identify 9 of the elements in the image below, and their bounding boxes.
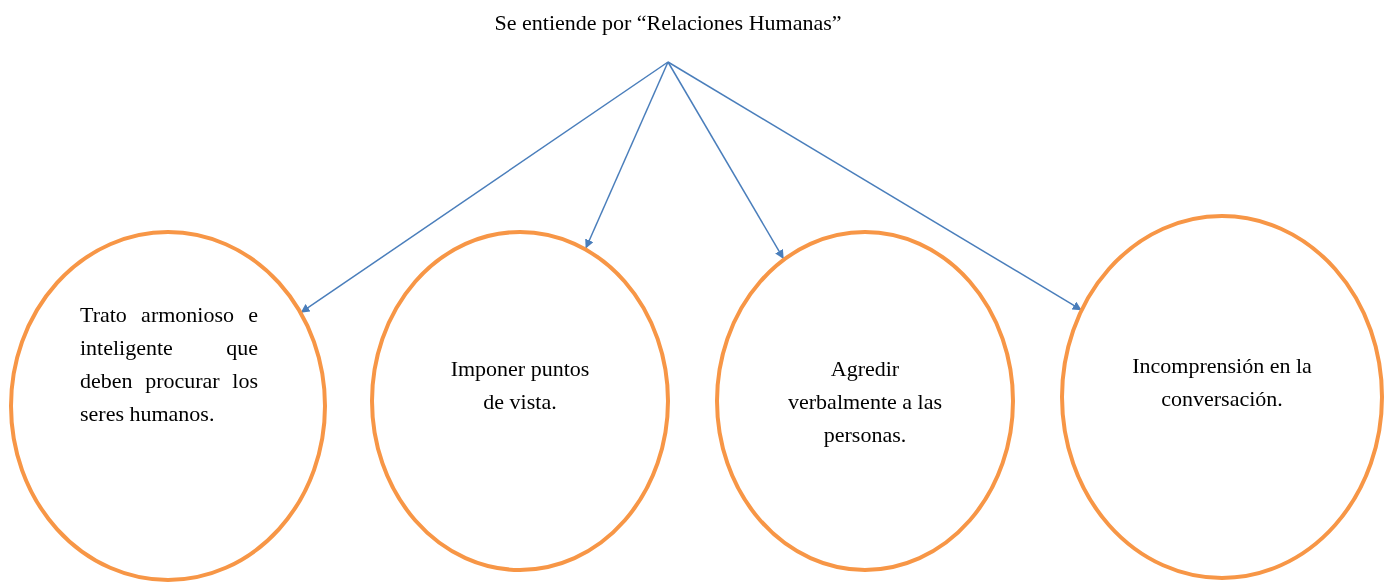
node-text: Incomprensión en la conversación. <box>1131 352 1313 413</box>
node-text: Imponer puntos de vista. <box>449 355 591 416</box>
node-text: Agredir verbalmente a las personas. <box>787 355 943 449</box>
arrow <box>585 61 669 249</box>
heading-text: Se entiende por “Relaciones Humanas” <box>493 9 843 37</box>
arrow <box>667 61 784 259</box>
arrow <box>667 61 1082 311</box>
node-text: Trato armonioso e inteligente que deben procurar los seres humanos. <box>80 301 258 428</box>
arrow <box>300 61 669 313</box>
